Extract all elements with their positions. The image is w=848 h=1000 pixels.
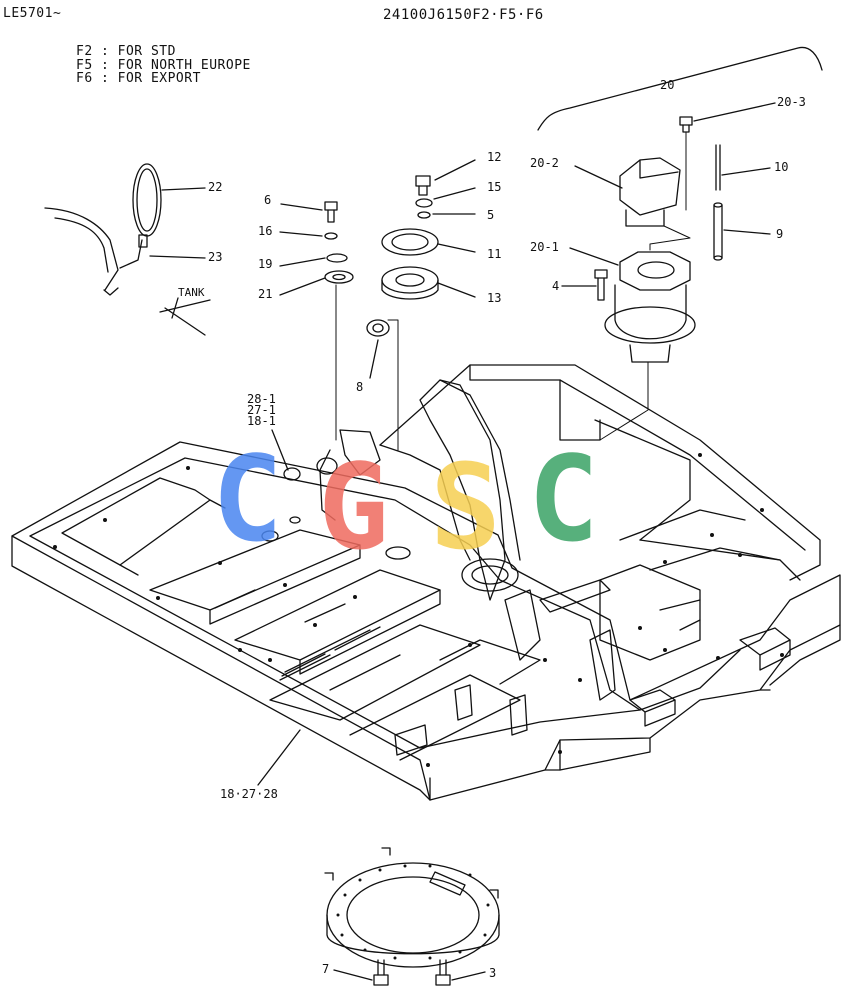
swing-frame [11,364,841,801]
leader-18-1 [271,429,289,471]
callout-13: 13 [487,291,502,305]
callout-18-27-28: 18·27·28 [220,787,278,801]
callout-21: 21 [258,287,273,301]
tank-parts [44,163,211,336]
callout-27-1: 27-1 [247,403,276,417]
callout-20-3: 20-3 [777,95,806,109]
callout-20-1: 20-1 [530,240,559,254]
watermark-letter-c1: C [212,430,283,568]
watermark-letter-s: S [430,438,501,576]
swing-bearing [324,847,500,986]
hardware-column-left [279,201,354,441]
note-f2: F2 : FOR STD [76,44,176,59]
watermark-letter-c2: C [528,430,599,568]
callout-6: 6 [264,193,272,207]
part-18-1 [283,467,301,481]
model-code: LE5701~ [3,6,62,21]
callout-20-2: 20-2 [530,156,559,170]
leader-tank [171,297,179,319]
swing-motor-assembly [537,46,823,441]
callout-10: 10 [774,160,789,174]
callout-20: 20 [660,78,675,92]
callout-8: 8 [356,380,364,394]
note-f5: F5 : FOR NORTH EUROPE [76,58,251,73]
leader-18-27-28 [257,729,301,786]
note-f6: F6 : FOR EXPORT [76,71,201,86]
callout-5: 5 [487,208,495,222]
callout-22: 22 [208,180,223,194]
callout-16: 16 [258,224,273,238]
tank-label: TANK [178,286,205,299]
callout-12: 12 [487,150,502,164]
part-number: 24100J6150F2·F5·F6 [383,7,544,23]
callout-19: 19 [258,257,273,271]
callout-3: 3 [489,966,497,980]
callout-4: 4 [552,279,560,293]
watermark-letter-g: G [318,438,389,576]
callout-7: 7 [322,962,330,976]
hardware-column-center [366,159,476,451]
callout-11: 11 [487,247,502,261]
callout-23: 23 [208,250,223,264]
callout-9: 9 [776,227,784,241]
callout-18-1: 18-1 [247,414,276,428]
callout-15: 15 [487,180,502,194]
callout-28-1: 28-1 [247,392,276,406]
